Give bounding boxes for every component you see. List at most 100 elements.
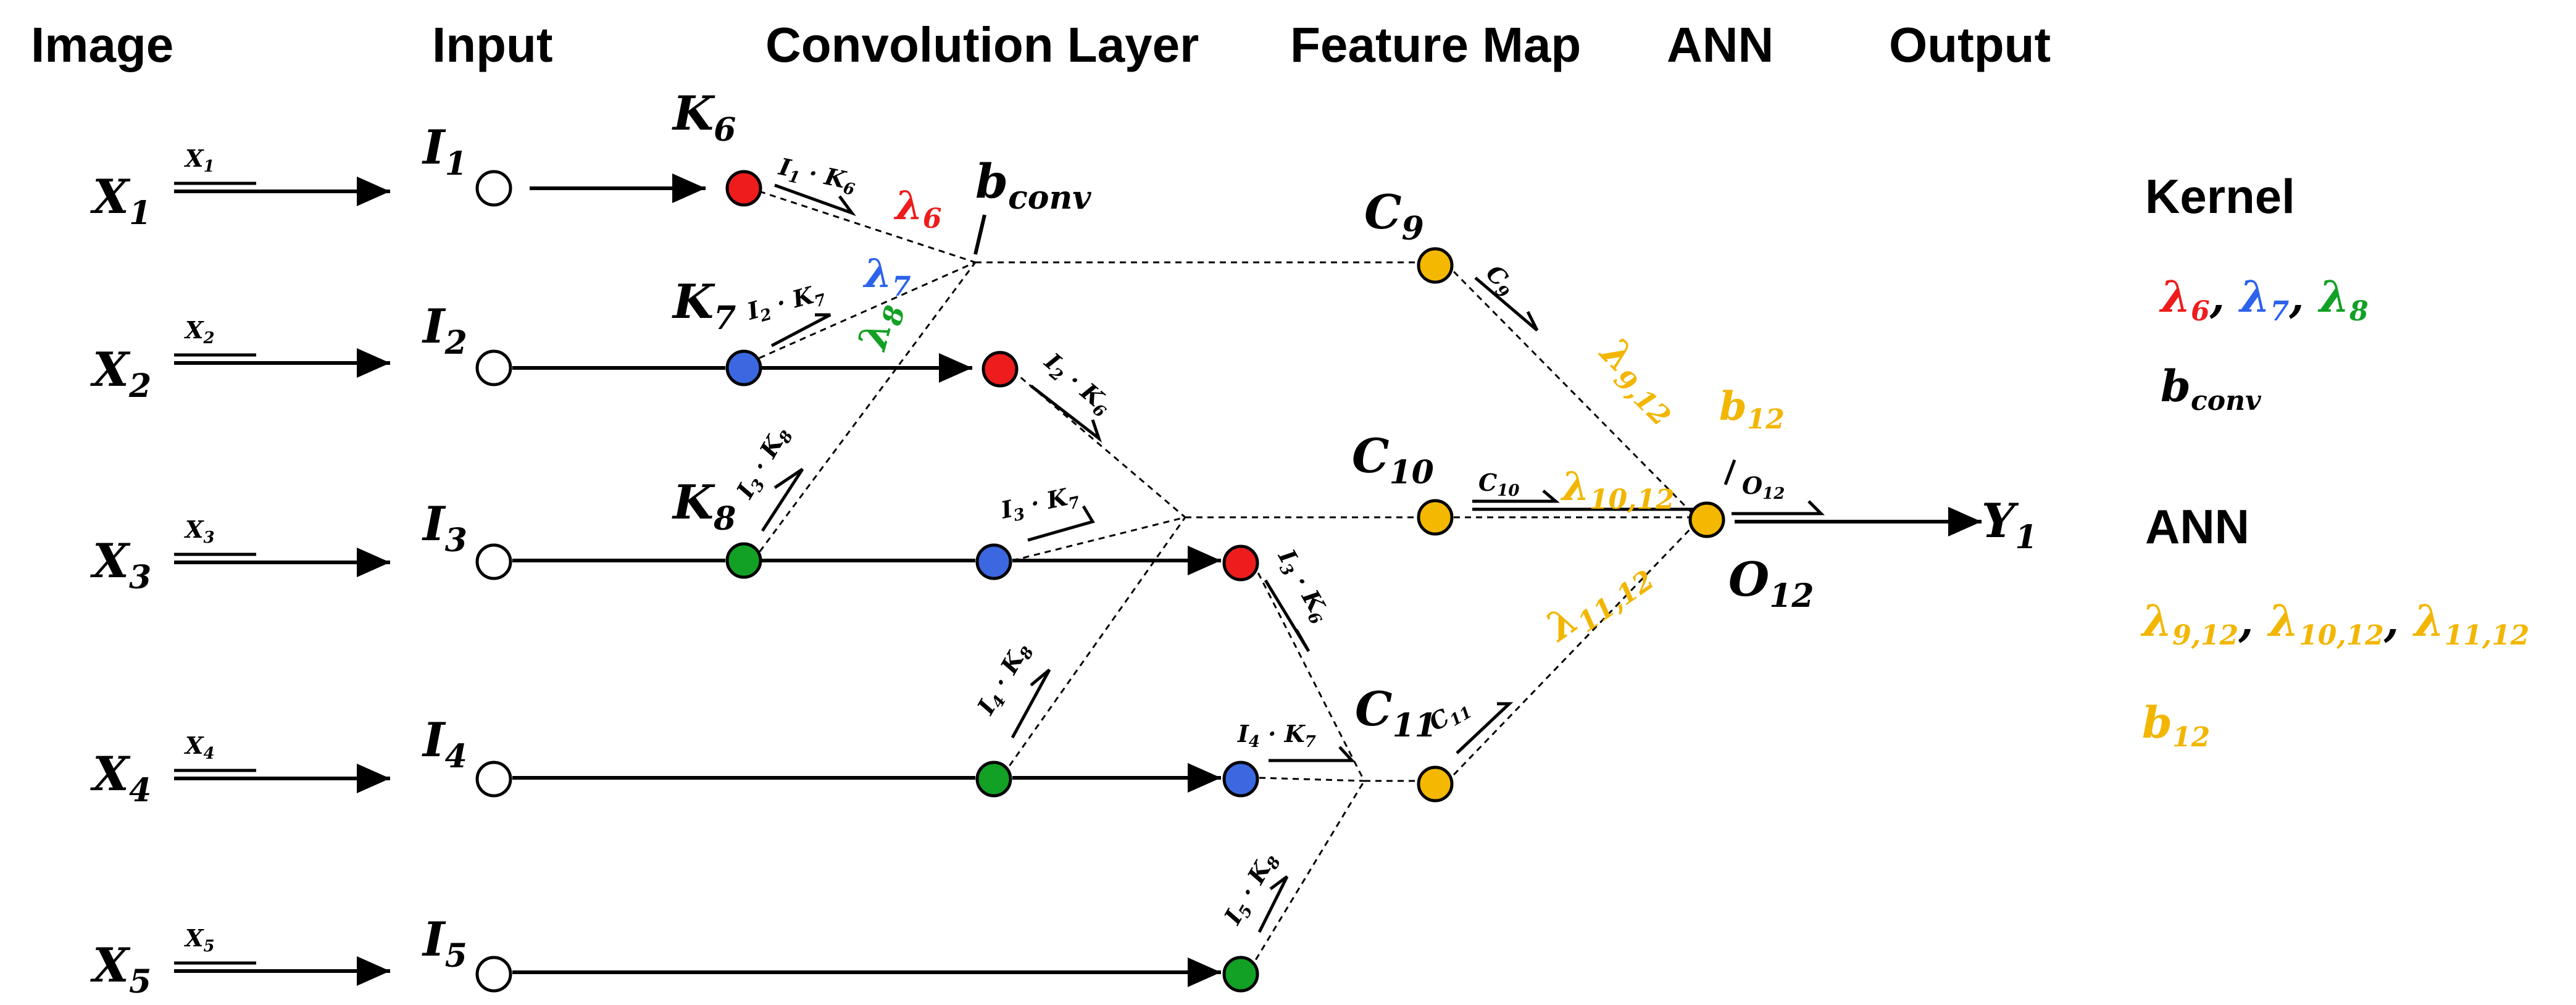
bias-b12-label: b12 [1719,383,1785,435]
feature-node-c9 [1417,247,1454,284]
dash-c11-o12 [1453,527,1693,776]
image-label-x4: X4 [90,746,151,809]
edge-label-i4k7: I4 · K7 [1237,720,1316,751]
input-node-i3 [475,543,512,580]
harpoon-c10 [1472,490,1560,503]
input-label-i2: I2 [422,299,467,362]
lambda-6-label: λ6 [893,183,942,235]
harpoon-i2k6 [1030,385,1102,443]
lambda-8-label: λ8 [849,297,911,357]
header-input: Input [432,17,552,72]
input-node-i5 [475,956,512,993]
lambda-9-12-label: λ9,12 [1586,328,1691,432]
harpoon-i5k8 [1257,875,1289,933]
image-label-x5: X5 [90,938,151,1001]
x1-edge-label: X1 [184,144,215,176]
kernel-label-k6: K6 [672,86,736,149]
x5-edge-label: X5 [184,924,215,956]
dash-blue4-sum3 [1259,777,1365,782]
harpoon-marks [761,183,1825,933]
edge-label-o12: O12 [1742,472,1785,503]
ann-node-o12 [1688,501,1725,538]
legend-kernel-lambdas: λ6, λ7, λ8 [2159,271,2369,327]
edge-label-i5k8: I5 · K8 [1218,847,1285,931]
harpoon-i2k7 [770,313,832,348]
input-node-i4 [475,761,512,798]
x4-edge-label: X4 [184,732,215,763]
header-convolution-layer: Convolution Layer [765,17,1199,72]
edge-label-c10: C10 [1478,469,1519,500]
kernel-label-k8: K8 [672,475,736,538]
legend-ann-lambdas: λ9,12, λ10,12, λ11,12 [2140,595,2530,651]
output-label-y1: Y1 [1982,493,2037,556]
kernel-node-k6 [725,170,762,207]
feature-label-c9: C9 [1364,185,1424,248]
legend: Kernel λ6, λ7, λ8 bconv ANN λ9,12, λ10,1… [2140,169,2530,753]
legend-ann-title: ANN [2145,499,2249,554]
lambda-7-label: λ7 [862,251,911,302]
input-label-i5: I5 [422,912,467,975]
dash-green5-sum3 [1249,780,1365,970]
harpoon-i1k6 [774,183,856,217]
legend-kernel-bias: bconv [2161,361,2261,417]
dash-k6-sum1 [759,190,976,264]
image-to-input-arrows: X1 X2 X3 X4 X5 [174,144,390,986]
x3-edge-label: X3 [184,515,215,547]
lambda-10-12-label: λ10,12 [1560,464,1675,515]
conv-node-green-5 [1222,956,1259,993]
product-labels: I1 · K6 I2 · K7 I3 · K8 I2 · K6 I3 · K7 … [730,152,1331,931]
edge-label-i1k6: I1 · K6 [775,152,859,199]
input-labels: I1 I2 I3 I4 I5 [422,120,467,975]
dash-green4-sum2 [1002,517,1186,775]
input-label-i1: I1 [422,120,467,183]
feature-node-c11 [1417,765,1454,803]
conv-node-green-4 [975,761,1012,798]
solid-edges [512,173,1982,987]
edge-label-c9: C9 [1478,259,1521,302]
dash-red3-sum3 [1252,562,1365,782]
harpoon-i3k7 [1027,505,1095,542]
kernel-lambdas: λ6 λ7 λ8 [849,183,942,357]
kernel-labels: K6 K7 K8 [672,86,736,538]
header-image: Image [31,17,173,72]
edge-label-i3k7: I3 · K7 [998,480,1082,527]
header-feature-map: Feature Map [1290,17,1581,72]
harpoon-i3k8 [761,467,804,532]
bconv-label: bconv [975,154,1091,217]
edge-label-i2k6: I2 · K6 [1037,347,1118,422]
input-label-i3: I3 [422,496,467,559]
harpoon-i4k8 [1011,669,1051,739]
kernel-label-k7: K7 [672,274,736,337]
feature-label-c11: C11 [1355,682,1437,744]
image-label-x1: X1 [90,169,151,232]
lambda-11-12-label: λ11,12 [1536,548,1660,656]
kernel-node-k8 [725,542,762,579]
dash-blue3-sum2 [1012,516,1186,562]
feature-node-c10 [1417,499,1454,536]
dash-k7-sum1 [759,261,976,359]
bconv-tick [973,214,986,255]
harpoon-c11 [1456,702,1514,754]
b12-tick [1724,459,1736,485]
ann-lambdas: λ9,12 λ10,12 λ11,12 [1536,328,1691,656]
header-output: Output [1889,17,2051,72]
conv-node-red-2 [982,351,1019,388]
legend-kernel-title: Kernel [2145,169,2295,223]
header-ann: ANN [1667,17,1774,72]
kernel-node-k7 [725,349,762,386]
image-label-x2: X2 [90,342,151,405]
image-label-x3: X3 [90,533,151,596]
legend-ann-bias: b12 [2142,697,2210,753]
harpoon-o12 [1732,500,1825,515]
harpoon-i3k6 [1264,579,1311,653]
input-label-i4: I4 [422,712,467,775]
harpoon-i4k7 [1269,746,1356,762]
conv-node-blue-3 [975,543,1012,580]
output-node-label-o12: O12 [1728,552,1814,615]
conv-node-red-3 [1222,544,1259,582]
conv-node-blue-4 [1222,761,1259,798]
image-inputs: X1 X2 X3 X4 X5 [90,169,151,1001]
x2-edge-label: X2 [184,316,215,348]
